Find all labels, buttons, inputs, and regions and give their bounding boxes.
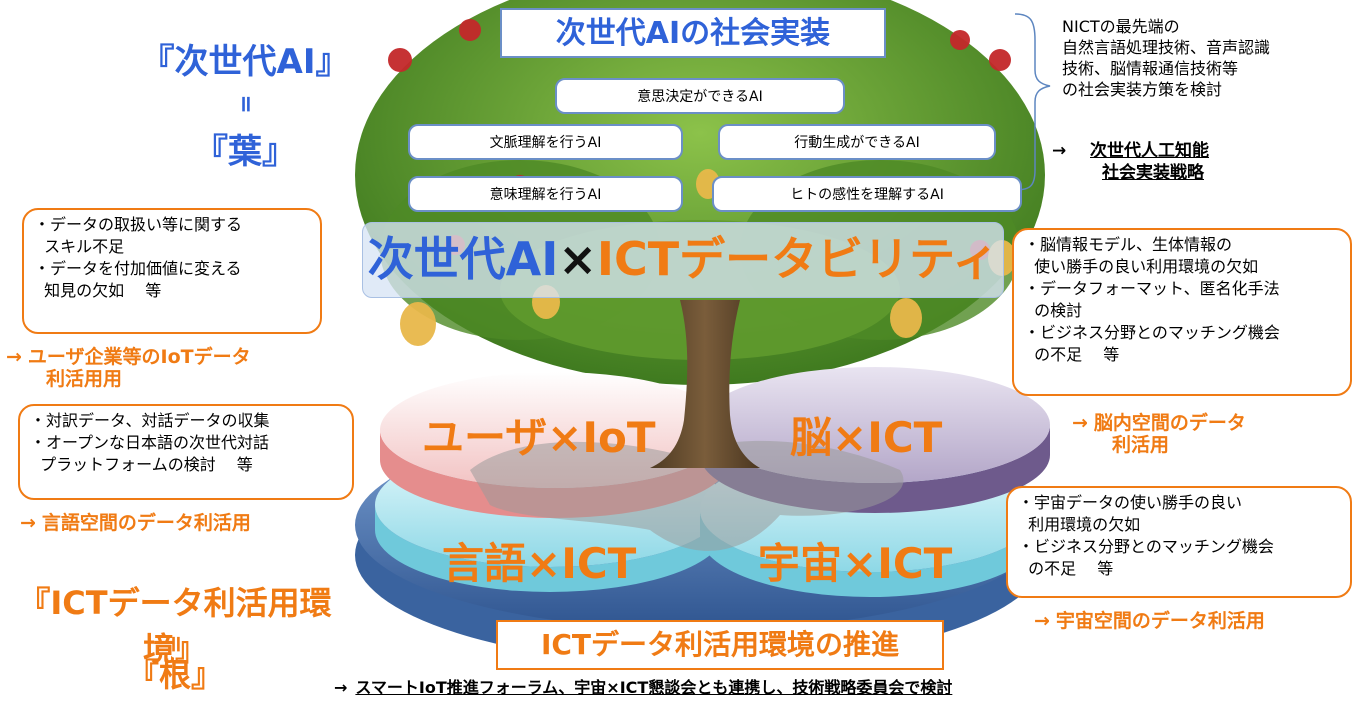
- human-sense-ai-box: ヒトの感性を理解するAI: [712, 176, 1022, 212]
- space-issues-callout: ・宇宙データの使い勝手の良い 利用環境の欠如 ・ビジネス分野とのマッチング機会 …: [1006, 486, 1352, 598]
- meaning-ai-box: 意味理解を行うAI: [408, 176, 683, 212]
- language-data-use-text: 言語空間のデータ利活用: [41, 512, 251, 534]
- callout-line: ・対訳データ、対話データの収集: [30, 411, 270, 430]
- strategy-line1: 次世代人工知能: [1090, 141, 1209, 161]
- callout-line: の不足 等: [1018, 559, 1114, 578]
- brain-data-use: →脳内空間のデータ 利活用: [1072, 412, 1352, 456]
- callout-line: ・宇宙データの使い勝手の良い: [1018, 493, 1243, 512]
- action-ai-box: 行動生成ができるAI: [718, 124, 996, 160]
- strategy-link: → 次世代人工知能 社会実装戦略: [1052, 140, 1342, 184]
- disc-label-user-iot: ユーザ×IoT: [422, 413, 656, 462]
- tree-shadow: [470, 440, 904, 551]
- nict-note: NICTの最先端の 自然言語処理技術、音声認識 技術、脳情報通信技術等 の社会実…: [1062, 16, 1352, 100]
- leaf-heading: 『葉』: [194, 132, 296, 172]
- tree-trunk: [650, 300, 760, 468]
- callout-line: ・ビジネス分野とのマッチング機会: [1024, 323, 1280, 342]
- forum-collaboration-text: スマートIoT推進フォーラム、宇宙×ICT懇談会とも連携し、技術戦略委員会で検討: [355, 678, 953, 697]
- nict-note-line: 技術、脳情報通信技術等: [1062, 59, 1239, 78]
- callout-line: プラットフォームの検討 等: [30, 455, 253, 474]
- callout-line: 利用環境の欠如: [1018, 515, 1141, 534]
- nict-note-line: の社会実装方策を検討: [1062, 80, 1223, 99]
- social-implementation-banner: 次世代AIの社会実装: [500, 8, 886, 58]
- callout-line: スキル不足: [34, 237, 125, 256]
- callout-line: 知見の欠如 等: [34, 281, 162, 300]
- callout-line: ・データを付加価値に変える: [34, 259, 242, 278]
- center-title-ai: 次世代AI: [367, 232, 559, 286]
- arrow-icon: →: [6, 346, 22, 368]
- user-issues-callout: ・データの取扱い等に関する スキル不足 ・データを付加価値に変える 知見の欠如 …: [22, 208, 322, 334]
- language-data-use: →言語空間のデータ利活用: [20, 512, 380, 534]
- arrow-icon: →: [1052, 141, 1067, 161]
- context-ai-box: 文脈理解を行うAI: [408, 124, 683, 160]
- disc-label-language-ict: 言語×ICT: [442, 539, 637, 588]
- arrow-icon: →: [1034, 610, 1050, 632]
- arrow-icon: →: [20, 512, 36, 534]
- callout-line: ・データフォーマット、匿名化手法: [1024, 279, 1280, 298]
- callout-line: の不足 等: [1024, 345, 1120, 364]
- user-data-use: →ユーザ企業等のIoTデータ 利活用用: [6, 346, 366, 390]
- callout-line: ・ビジネス分野とのマッチング機会: [1018, 537, 1274, 556]
- center-title-banner: 次世代AI×ICTデータビリティ: [362, 222, 1004, 298]
- arrow-icon: →: [334, 678, 348, 697]
- space-data-use-text: 宇宙空間のデータ利活用: [1055, 610, 1265, 632]
- brain-issues-callout: ・脳情報モデル、生体情報の 使い勝手の良い利用環境の欠如 ・データフォーマット、…: [1012, 228, 1352, 396]
- decision-ai-box: 意思決定ができるAI: [555, 78, 845, 114]
- root-heading: 『根』: [126, 656, 223, 694]
- brain-data-use-line1: 脳内空間のデータ: [1093, 412, 1246, 434]
- equals-sign-top: ॥: [238, 92, 252, 117]
- callout-line: 使い勝手の良い利用環境の欠如: [1024, 257, 1259, 276]
- callout-line: の検討: [1024, 301, 1083, 320]
- disc-label-space-ict: 宇宙×ICT: [758, 539, 953, 588]
- nict-note-line: 自然言語処理技術、音声認識: [1062, 38, 1271, 57]
- callout-line: ・オープンな日本語の次世代対話: [30, 433, 270, 452]
- right-brace: [1014, 13, 1051, 191]
- strategy-line2: 社会実装戦略: [1102, 163, 1204, 183]
- center-title-ict: ICTデータビリティ: [596, 232, 999, 286]
- nict-note-line: NICTの最先端の: [1062, 17, 1180, 36]
- callout-line: ・脳情報モデル、生体情報の: [1024, 235, 1233, 254]
- arrow-icon: →: [1072, 412, 1088, 434]
- disc-label-brain-ict: 脳×ICT: [790, 413, 943, 462]
- ict-data-environment-heading: 『ICTデータ利活用環境』: [18, 584, 332, 668]
- space-data-use: →宇宙空間のデータ利活用: [1034, 610, 1354, 632]
- callout-line: ・データの取扱い等に関する: [34, 215, 243, 234]
- brain-data-use-line2: 利活用: [1112, 434, 1170, 456]
- equals-sign-bottom: ॥: [168, 632, 182, 657]
- forum-collaboration-note: → スマートIoT推進フォーラム、宇宙×ICT懇談会とも連携し、技術戦略委員会で検…: [334, 678, 1334, 698]
- user-data-use-line1: ユーザ企業等のIoTデータ: [27, 346, 251, 368]
- user-data-use-line2: 利活用用: [46, 368, 123, 390]
- language-issues-callout: ・対訳データ、対話データの収集 ・オープンな日本語の次世代対話 プラットフォーム…: [18, 404, 354, 500]
- next-gen-ai-heading: 『次世代AI』: [140, 42, 350, 82]
- ict-promotion-banner: ICTデータ利活用環境の推進: [496, 620, 944, 670]
- center-title-cross: ×: [558, 232, 597, 286]
